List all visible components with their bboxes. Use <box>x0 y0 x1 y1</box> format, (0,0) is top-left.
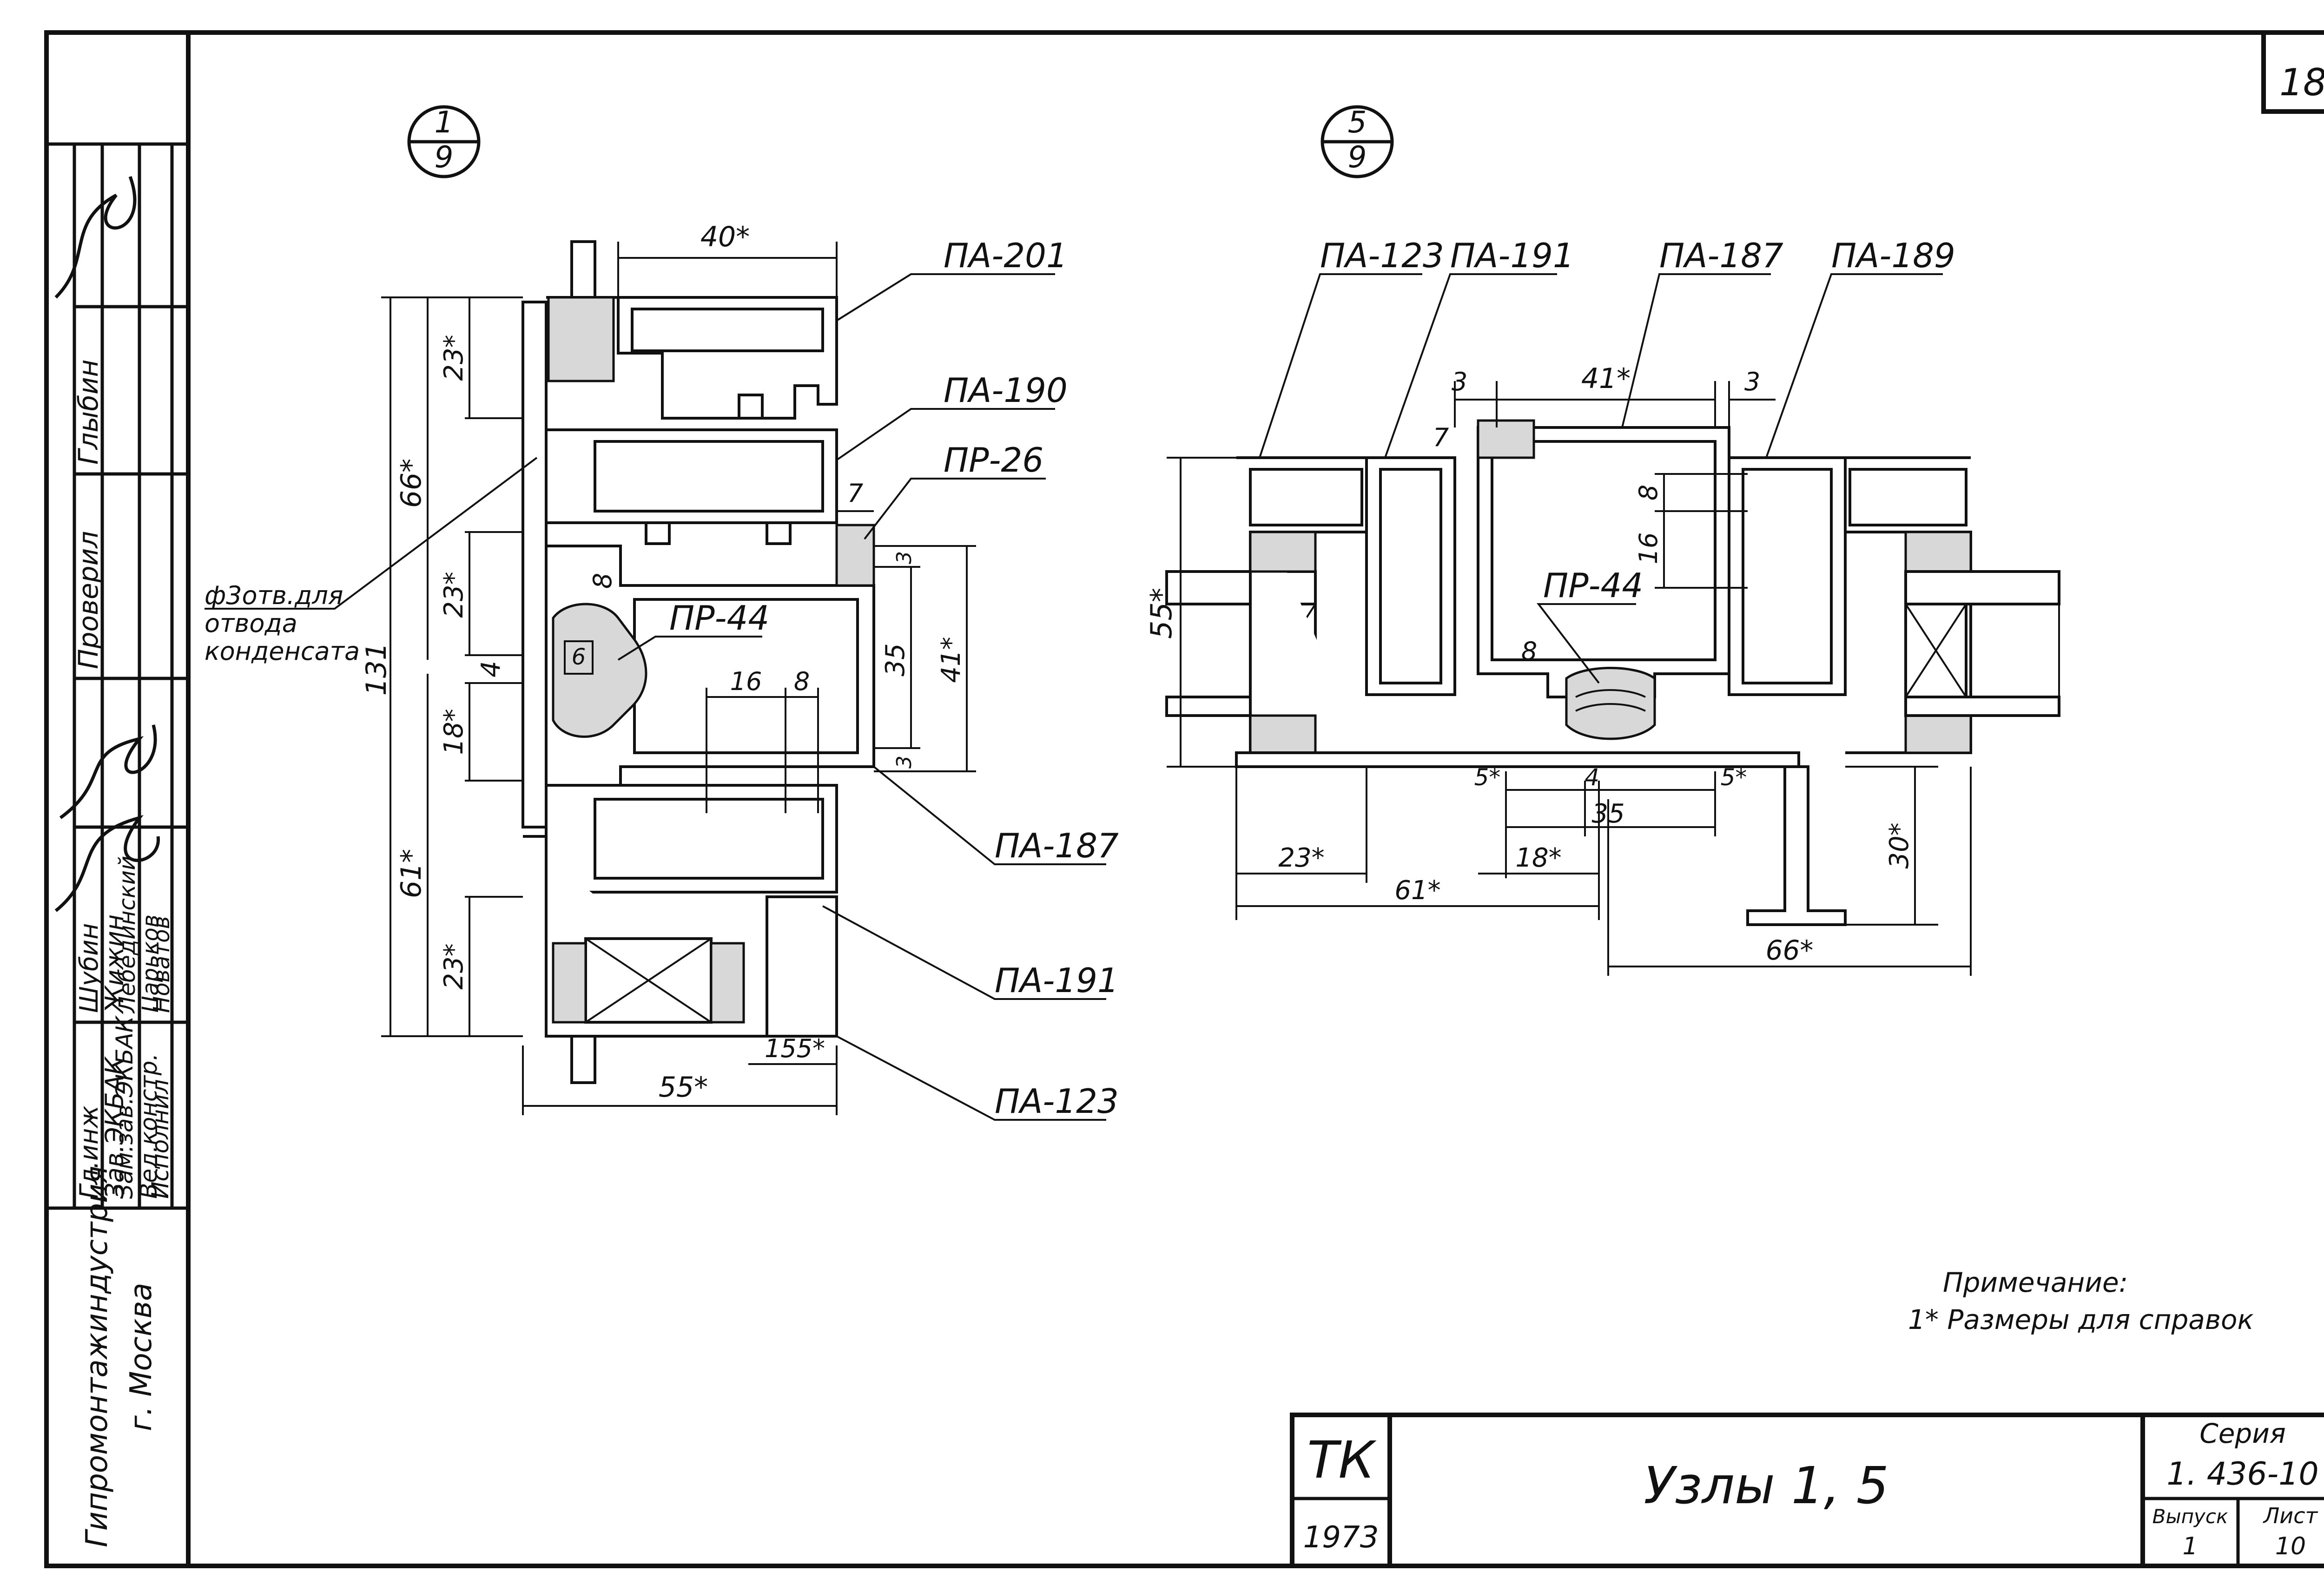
dim-5-66: 66* <box>1766 934 1814 966</box>
label-5-pa-187: ПА-187 <box>1659 236 1783 275</box>
issue-label: Выпуск <box>2152 1505 2228 1528</box>
dim-5-18: 18* <box>1515 843 1561 873</box>
dim-41: 41* <box>936 637 966 683</box>
dim-5-16: 16 <box>1634 533 1663 565</box>
dim-5-41: 41* <box>1581 362 1631 395</box>
dim-5-5-right: 5* <box>1721 764 1747 791</box>
label-pr-26: ПР-26 <box>944 440 1043 480</box>
node-1-dimensions: 40* 131 66* 61* 23* 23* 4 18* 23* 8 6 7 … <box>360 221 976 1115</box>
sheet-label: Лист <box>2263 1503 2318 1528</box>
note-text: 1* Размеры для справок <box>1908 1304 2254 1335</box>
svg-text:5: 5 <box>1348 105 1367 140</box>
node-5-dimensions: 3 41* 3 7 8 16 8 55* 5* 4 5* 35 23* 18* … <box>1144 362 1972 976</box>
name-zhizhin: Жижин <box>100 914 129 1014</box>
label-pa-190: ПА-190 <box>944 371 1068 410</box>
series-value: 1. 436-10 <box>2166 1456 2318 1492</box>
sheet-title: Узлы 1, 5 <box>1644 1456 1889 1515</box>
dim-8-bot: 8 <box>794 667 810 696</box>
role-lead-designer: Вед.констр. <box>135 1053 162 1199</box>
label-pr-44: ПР-44 <box>669 598 769 638</box>
organization-name: Гипромонтажиндустрия <box>80 1166 114 1547</box>
dim-155: 155* <box>765 1034 825 1063</box>
dim-66: 66* <box>395 459 428 508</box>
dim-5-8-inner: 8 <box>1521 637 1537 666</box>
page-number-box <box>2261 30 2324 114</box>
dim-5-3-left: 3 <box>1452 367 1467 396</box>
label-5-pr-44: ПР-44 <box>1543 566 1643 605</box>
label-pa-191: ПА-191 <box>995 961 1119 1000</box>
dim-55: 55* <box>659 1071 708 1104</box>
svg-text:1: 1 <box>435 105 454 140</box>
dim-5-3-right: 3 <box>1744 367 1760 396</box>
signature-strip: Глыбин Проверил Гл.инж Зав.ЭКБАК Зам.зав… <box>46 142 188 1547</box>
node-1-leaders: ПА-201 ПА-190 ПР-26 ПР-44 ПА-187 ПА-191 … <box>205 236 1119 1121</box>
dim-23-top: 23* <box>439 335 469 381</box>
dim-16: 16 <box>730 667 762 696</box>
node-5-section <box>1165 419 2060 926</box>
name-shubin: Шубин <box>74 923 104 1013</box>
dim-6: 6 <box>572 644 586 670</box>
label-5-pa-123: ПА-123 <box>1320 236 1444 275</box>
dim-5-7: 7 <box>1433 423 1449 452</box>
svg-text:9: 9 <box>435 140 454 175</box>
drawing-code: ТК <box>1307 1430 1377 1490</box>
dim-35: 35 <box>880 643 911 676</box>
dim-4: 4 <box>476 661 506 677</box>
dim-5-55: 55* <box>1144 588 1178 639</box>
issue-value: 1 <box>2182 1532 2198 1560</box>
signature-scribble <box>59 724 157 819</box>
name-novatov: Новатов <box>149 916 175 1013</box>
hole-note-line-1: ф3отв.для <box>205 581 343 610</box>
label-5-pa-189: ПА-189 <box>1831 236 1955 275</box>
page-number: 18 <box>2279 61 2324 104</box>
signature-scribble <box>54 815 160 912</box>
label-pa-201: ПА-201 <box>944 236 1068 275</box>
label-pa-123: ПА-123 <box>995 1082 1119 1121</box>
dim-5-23: 23* <box>1278 843 1324 873</box>
checked-name: Глыбин <box>73 359 104 465</box>
dim-5-61: 61* <box>1394 875 1440 906</box>
note-heading: Примечание: <box>1943 1267 2128 1298</box>
dim-5-8: 8 <box>1634 485 1663 500</box>
node-5-leaders: ПА-123 ПА-191 ПА-187 ПА-189 ПР-44 <box>1259 236 1955 684</box>
label-pa-187: ПА-187 <box>995 826 1119 865</box>
name-lebedinsky: Лебединский <box>114 856 140 1014</box>
role-head-ekbak: Зав.ЭКБАК <box>100 1056 129 1199</box>
organization-city: г. Москва <box>124 1283 158 1431</box>
label-5-pa-191: ПА-191 <box>1450 236 1574 275</box>
dim-5-4: 4 <box>1585 764 1599 791</box>
name-tsarkov: Царьков <box>138 914 164 1013</box>
svg-text:9: 9 <box>1348 140 1367 175</box>
outer-frame <box>44 30 2324 1568</box>
dim-8-left: 8 <box>588 573 617 589</box>
dim-5-5-left: 5* <box>1474 764 1501 791</box>
drawing-year: 1973 <box>1303 1520 1379 1555</box>
dim-23-mid: 23* <box>439 572 469 618</box>
role-deputy-ekbak: Зам.зав.ЭКБАК <box>111 1015 138 1199</box>
signature-scribble <box>54 176 137 299</box>
dim-18: 18* <box>439 709 469 755</box>
node-5-marker: 5 9 <box>1320 105 1394 178</box>
hole-note-line-3: конденсата <box>205 637 360 666</box>
hole-note-line-2: отвода <box>205 609 297 638</box>
dim-61: 61* <box>395 849 428 898</box>
dim-23-bot: 23* <box>439 943 469 989</box>
role-chief-engineer: Гл.инж <box>74 1105 104 1199</box>
dim-3-bot: 3 <box>892 756 916 769</box>
dim-131: 131 <box>360 643 393 696</box>
title-block: ТК 1973 Узлы 1, 5 Серия 1. 436-10 Выпуск… <box>1290 1413 2324 1568</box>
dim-5-30: 30* <box>1884 822 1915 868</box>
series-label: Серия <box>2199 1418 2286 1449</box>
sheet-value: 10 <box>2275 1532 2306 1560</box>
role-executor: Исполнил <box>147 1079 174 1199</box>
node-1-marker: 1 9 <box>407 105 481 178</box>
dim-40: 40* <box>700 221 750 253</box>
dim-7: 7 <box>847 479 863 508</box>
checked-role: Проверил <box>73 531 104 669</box>
dim-3-top: 3 <box>892 551 916 564</box>
